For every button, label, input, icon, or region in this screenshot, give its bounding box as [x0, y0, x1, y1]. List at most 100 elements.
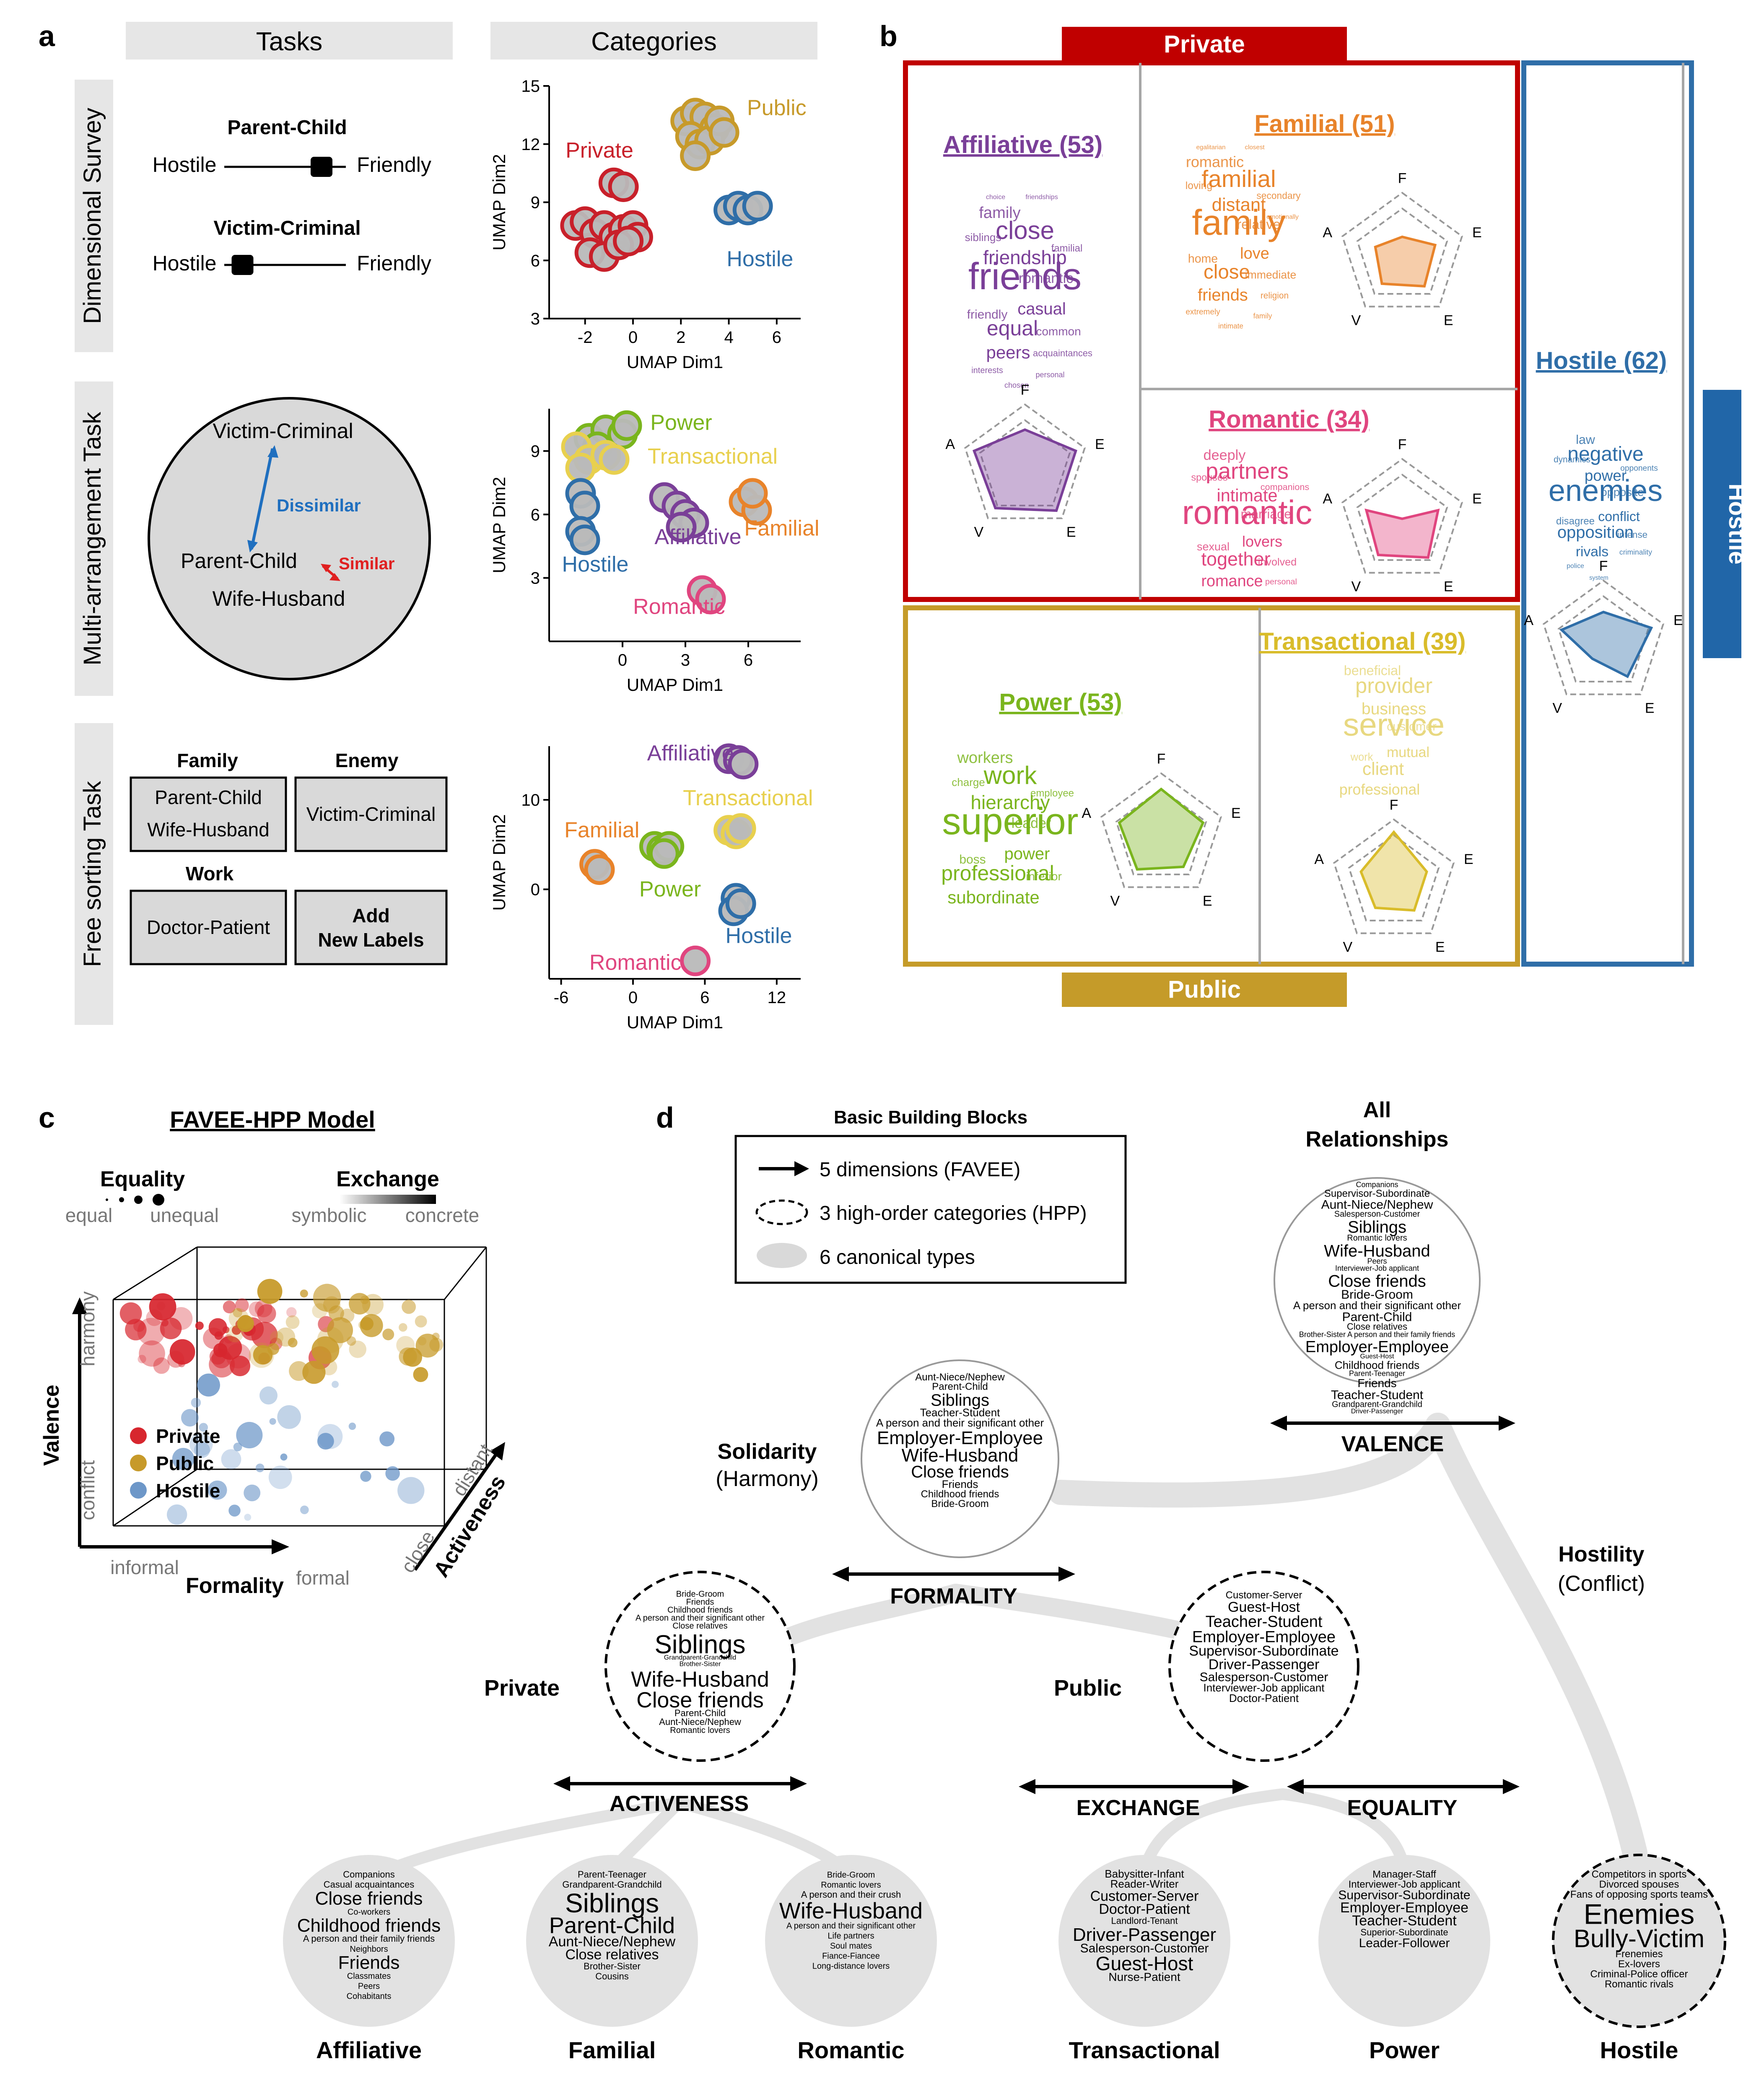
leaf-hostile[interactable]: [1552, 1854, 1726, 2028]
cloud-word: criminality: [1619, 548, 1652, 556]
radar-axis-label: F: [1390, 797, 1398, 813]
radar-grid: [1348, 834, 1440, 922]
relationship-label: Frenemies: [1615, 1948, 1663, 1960]
relationship-label: Soul mates: [830, 1942, 872, 1951]
node-public-words: Customer-ServerGuest-HostTeacher-Student…: [1189, 1590, 1339, 1704]
leaf-familial[interactable]: [526, 1855, 698, 2027]
survey-slider-handle[interactable]: [311, 157, 332, 177]
radar-axis-label: F: [1398, 437, 1407, 453]
relationship-label: Romantic lovers: [821, 1880, 881, 1890]
relationship-label: Parent-Child: [932, 1381, 988, 1393]
cloud-word: conflict: [1598, 509, 1640, 524]
survey-slider-handle[interactable]: [231, 255, 254, 275]
x-tick-label: 2: [676, 328, 685, 347]
relationship-label: Grandparent-Grandchild: [562, 1879, 662, 1890]
cloud-word: distant: [1212, 195, 1266, 215]
relationship-label: Salesperson-Customer: [1080, 1942, 1209, 1956]
cloud-word: family: [979, 204, 1020, 222]
cube-point: [251, 1322, 278, 1349]
relationship-label: Teacher-Student: [920, 1406, 1001, 1419]
radar-shape: [1374, 235, 1437, 288]
relationship-label: Friends: [1357, 1377, 1396, 1390]
legend-public: Public: [156, 1452, 214, 1474]
cube-point: [157, 1302, 166, 1310]
data-point: [742, 191, 773, 222]
data-point: [649, 838, 680, 869]
node-solidarity[interactable]: [861, 1359, 1059, 1558]
relationship-label: Babysitter-Infant: [1105, 1868, 1184, 1880]
cube-point: [399, 1323, 407, 1332]
leaf-affiliative[interactable]: [283, 1855, 455, 2027]
axis-label-equality: EQUALITY: [1347, 1796, 1458, 1820]
sort-item[interactable]: Parent-Child: [155, 786, 262, 808]
data-point: [608, 171, 639, 202]
relationship-label: Parent-Child: [549, 1913, 675, 1938]
node-private[interactable]: [604, 1571, 796, 1762]
cloud-word: negative: [1567, 443, 1643, 465]
leaf-transactional[interactable]: [1058, 1855, 1230, 2027]
radar-axis-label: V: [1351, 313, 1361, 329]
sort-box-enemy[interactable]: [294, 776, 448, 852]
sort-item[interactable]: Doctor-Patient: [147, 916, 270, 938]
cube-point: [346, 1336, 356, 1346]
relationship-label: A person and their crush: [801, 1889, 901, 1900]
radar-shape: [1559, 610, 1653, 678]
radar-shape: [972, 428, 1077, 512]
leaf-power[interactable]: [1318, 1855, 1490, 2027]
cube-point: [280, 1453, 288, 1461]
relationship-label: Friends: [942, 1478, 978, 1490]
cube-point: [169, 1339, 195, 1365]
node-all-relationships[interactable]: [1274, 1177, 1481, 1384]
radar-axis-label: V: [1552, 700, 1562, 716]
cube-point: [218, 1336, 242, 1360]
data-point: [737, 478, 768, 509]
cloud-word: system: [1589, 575, 1608, 581]
relationship-label: Brother-Sister: [584, 1961, 641, 1971]
hostility-sub: (Conflict): [1558, 1572, 1645, 1596]
arrangement-item-victim-criminal[interactable]: Victim-Criminal: [213, 419, 353, 443]
cube-point: [249, 1301, 265, 1317]
node-public[interactable]: [1168, 1571, 1359, 1762]
y-tick-label: 6: [531, 506, 540, 524]
x-tick-label: 4: [724, 328, 733, 347]
cloud-word: romance: [1201, 573, 1263, 590]
arrangement-item-parent-child[interactable]: Parent-Child: [181, 549, 297, 573]
cloud-word: companions: [1261, 482, 1310, 492]
relationship-label: Long-distance lovers: [812, 1962, 890, 1971]
cloud-word: charge: [952, 776, 985, 788]
legend-title: Basic Building Blocks: [834, 1107, 1027, 1128]
category-familial: Familial (51)familyfamilialclosedistantf…: [1186, 110, 1482, 330]
cluster-label: Power: [639, 877, 701, 902]
sort-item[interactable]: Victim-Criminal: [306, 803, 436, 825]
add-new-labels-button[interactable]: [294, 890, 448, 965]
relationship-label: Salesperson-Customer: [1200, 1670, 1328, 1684]
sort-item[interactable]: Wife-Husband: [147, 819, 269, 840]
arrangement-item-wife-husband[interactable]: Wife-Husband: [213, 587, 345, 610]
relationship-label: Brother-Sister: [680, 1660, 721, 1668]
y-tick-label: 3: [531, 310, 540, 328]
relationship-label: Interviewer-Job applicant: [1349, 1879, 1460, 1890]
row-label-sorting: Free sorting Task: [79, 781, 106, 967]
cube-point: [302, 1361, 326, 1384]
relationship-label: Employer-Employee: [1340, 1900, 1468, 1916]
y-tick-label: 3: [531, 569, 540, 588]
relationship-label: Bride-Groom: [931, 1498, 988, 1510]
leaf-romantic[interactable]: [765, 1855, 937, 2027]
cube-point: [208, 1480, 227, 1500]
relationship-label: Companions: [343, 1869, 395, 1880]
cloud-word: business: [1362, 700, 1426, 718]
sort-group-family: Family: [177, 750, 238, 771]
cloud-word: personal: [1035, 371, 1064, 379]
hostility-label: Hostility: [1558, 1542, 1644, 1567]
equality-size-dot: [106, 1198, 108, 1201]
relationship-label: Doctor-Patient: [1229, 1692, 1299, 1704]
cloud-word: together: [1201, 548, 1270, 570]
cloud-word: subordinate: [947, 887, 1040, 907]
cube-point: [253, 1345, 273, 1365]
cube-point: [327, 1317, 353, 1344]
cloud-word: professional: [941, 861, 1054, 885]
sort-box-work[interactable]: [130, 890, 287, 965]
cloud-word: acquaintances: [1033, 348, 1092, 358]
sort-box-family[interactable]: [130, 776, 287, 852]
radar-axis-label: E: [1472, 491, 1482, 507]
